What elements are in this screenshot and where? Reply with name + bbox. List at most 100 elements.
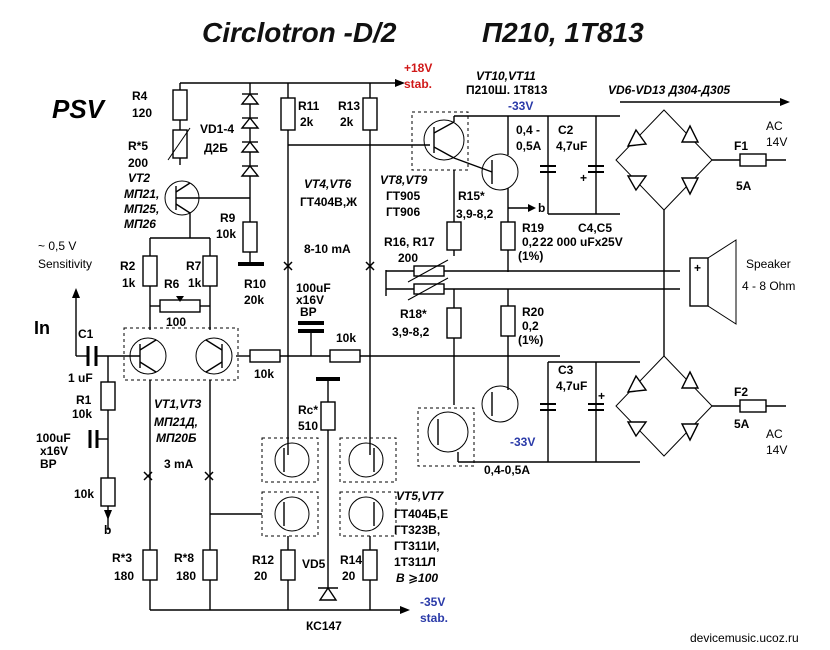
resistor-r1-lower	[100, 477, 116, 507]
pos-rail-arrow	[395, 79, 405, 87]
r13-value: 2k	[340, 115, 354, 129]
vt2-label: VT2	[128, 171, 150, 185]
vt1-lead	[139, 361, 157, 373]
r19-label: R19	[522, 221, 544, 235]
f2-label: F2	[734, 385, 748, 399]
f1-value: 5A	[736, 179, 752, 193]
footer-url: devicemusic.ucoz.ru	[690, 631, 799, 645]
r13-label: R13	[338, 99, 360, 113]
c3-label: C3	[558, 363, 574, 377]
r14-value: 20	[342, 569, 356, 583]
current-bot: 0,4-0,5A	[484, 463, 530, 477]
fuse-f1	[739, 153, 767, 167]
cmid-label-1: 100uF	[296, 281, 331, 295]
resistor-10k-a	[249, 349, 281, 363]
transistor-vt6	[348, 442, 384, 478]
r6-wiper	[176, 296, 184, 302]
r15-label: R15*	[458, 189, 485, 203]
r3-value: 180	[114, 569, 134, 583]
r5-trim-arrow	[167, 127, 191, 161]
transistor-vt3	[195, 337, 233, 375]
kc147-label: КС147	[306, 619, 342, 633]
current-3ma: 3 mA	[164, 457, 194, 471]
vt8-base-wire	[453, 157, 493, 173]
resistor-r4	[172, 89, 188, 121]
resistor-r1	[100, 381, 116, 411]
transistor-vt11	[427, 411, 469, 453]
vt46-label: VT4,VT6	[304, 177, 352, 191]
sensitivity-value: ~ 0,5 V	[38, 239, 76, 253]
vt2-type-1: МП21,	[124, 187, 159, 201]
vt13-label: VT1,VT3	[154, 397, 202, 411]
b-label-left: b	[104, 523, 111, 537]
diode-vd1-4	[240, 92, 260, 177]
r19-value: 0,2	[522, 235, 539, 249]
r9-value: 10k	[216, 227, 236, 241]
ac-bot-label: AC	[766, 427, 783, 441]
neg-supply-label: -35V	[420, 595, 445, 609]
neg-rail-arrow	[400, 606, 410, 614]
resistor-r20	[500, 305, 516, 337]
vt89-type-a: ГТ905	[386, 189, 420, 203]
r20-percent: (1%)	[518, 333, 543, 347]
ac-top-value: 14V	[766, 135, 787, 149]
vt2-type-3: МП26	[124, 217, 156, 231]
r8-label: R*8	[174, 551, 194, 565]
vd14-type: Д2Б	[204, 141, 228, 155]
vt10-box	[411, 111, 469, 171]
pos-supply-stab: stab.	[404, 77, 432, 91]
speaker-label: Speaker	[746, 257, 791, 271]
f2-value: 5A	[734, 417, 750, 431]
vt1011-label: VT10,VT11	[476, 69, 536, 83]
cmid-label-3: BP	[300, 305, 317, 319]
c2-label: C2	[558, 123, 574, 137]
r1617-value: 200	[398, 251, 418, 265]
vt13-type-b: МП20Б	[156, 431, 197, 445]
vt57-label: VT5,VT7	[396, 489, 445, 503]
r1-label: R1	[76, 393, 92, 407]
r2-value: 1k	[122, 276, 136, 290]
rc-value: 510	[298, 419, 318, 433]
vt1-lead	[139, 339, 157, 351]
r12-label: R12	[252, 553, 274, 567]
f1-label: F1	[734, 139, 748, 153]
r10-value: 20k	[244, 293, 264, 307]
current-8-10ma: 8-10 mA	[304, 242, 351, 256]
c2-value: 4,7uF	[556, 139, 587, 153]
neg33-top: -33V	[508, 99, 533, 113]
vt57-type-b: ГТ323В,	[394, 523, 440, 537]
speaker-plus: +	[694, 261, 701, 275]
resistor-10k-b	[329, 349, 361, 363]
transistor-vt10	[423, 119, 465, 161]
vt3-lead	[205, 339, 223, 351]
sensitivity-label: Sensitivity	[38, 257, 92, 271]
ac-bot-value: 14V	[766, 443, 787, 457]
vt1-vt3-box	[123, 327, 239, 381]
r4-label: R4	[132, 89, 148, 103]
transistor-vt7	[348, 496, 384, 532]
r-10k-left: 10k	[74, 487, 94, 501]
resistor-r12	[280, 549, 296, 581]
vt5-box	[261, 491, 319, 537]
c5-plus: +	[598, 389, 605, 403]
vd613-label: VD6-VD13 Д304-Д305	[608, 83, 730, 97]
rc-label: Rc*	[298, 403, 318, 417]
speaker-impedance: 4 - 8 Ohm	[742, 279, 795, 293]
r17-trim-arrow	[407, 277, 449, 301]
input-label: In	[34, 318, 50, 338]
vt10-lead	[433, 146, 455, 159]
fuse-f2	[739, 399, 767, 413]
neg-supply-stab: stab.	[420, 611, 448, 625]
c45-label: C4,C5	[578, 221, 612, 235]
c1-label: C1	[78, 327, 94, 341]
vt2-type-2: МП25,	[124, 202, 159, 216]
vd5-label: VD5	[302, 557, 326, 571]
resistor-r14	[362, 549, 378, 581]
resistor-r3	[142, 549, 158, 581]
r5-label: R*5	[128, 139, 148, 153]
vt4-box	[261, 437, 319, 483]
r4-value: 120	[132, 106, 152, 120]
vt7-box	[339, 491, 397, 537]
r10-label: R10	[244, 277, 266, 291]
bridge-rectifier-top	[615, 109, 713, 211]
